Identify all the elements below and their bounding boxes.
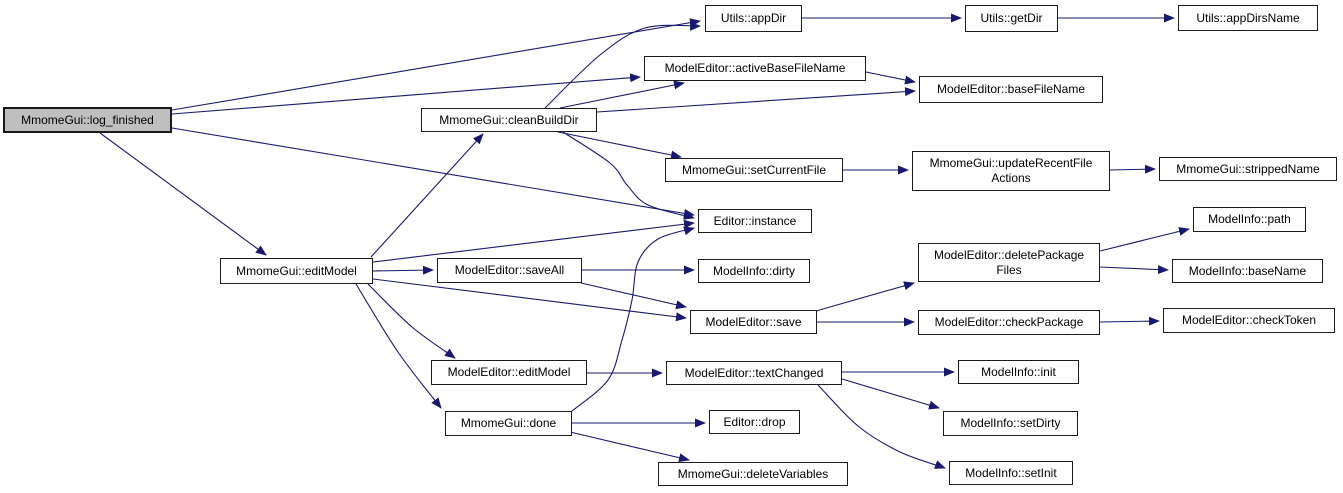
edge-text-changed-to-set-init (817, 384, 946, 469)
node-check-package[interactable]: ModelEditor::checkPackage (918, 310, 1100, 335)
node-get-dir[interactable]: Utils::getDir (965, 5, 1058, 32)
node-init[interactable]: ModelInfo::init (958, 360, 1079, 384)
node-edit-model[interactable]: MmomeGui::editModel (220, 258, 373, 284)
node-check-token[interactable]: ModelEditor::checkToken (1163, 308, 1335, 333)
node-done[interactable]: MmomeGui::done (445, 411, 572, 436)
node-label-set-current-file: MmomeGui::setCurrentFile (681, 162, 827, 177)
node-label-log-finished: MmomeGui::log_finished (21, 112, 154, 127)
node-base-name[interactable]: ModelInfo::baseName (1172, 259, 1323, 283)
edge-edit-model-to-save-all (372, 265, 434, 275)
edge-clean-build-dir-to-active-base-file-name (559, 80, 685, 109)
edge-done-to-editor-instance (571, 226, 695, 412)
node-me-edit-model[interactable]: ModelEditor::editModel (431, 360, 587, 385)
node-app-dir[interactable]: Utils::appDir (705, 5, 802, 32)
node-label-base-name: ModelInfo::baseName (1188, 263, 1307, 278)
node-stripped-name[interactable]: MmomeGui::strippedName (1159, 157, 1337, 181)
node-label-clean-build-dir: MmomeGui::cleanBuildDir (439, 112, 579, 127)
node-log-finished: MmomeGui::log_finished (3, 107, 172, 133)
node-label-editor-instance: Editor::instance (713, 213, 797, 228)
edge-save-all-to-save (580, 282, 687, 310)
edges-group (99, 13, 1190, 469)
node-save[interactable]: ModelEditor::save (690, 310, 817, 334)
edge-delete-package-files-to-model-info-path (1099, 227, 1190, 252)
node-update-recent-file-actions[interactable]: MmomeGui::updateRecentFile Actions (912, 151, 1110, 191)
edge-delete-package-files-to-base-name (1099, 265, 1169, 275)
node-label-set-dirty: ModelInfo::setDirty (960, 416, 1061, 430)
node-label-check-package: ModelEditor::checkPackage (934, 315, 1084, 329)
node-label-delete-variables: MmomeGui::deleteVariables (677, 466, 829, 481)
edge-text-changed-to-set-dirty (841, 378, 940, 410)
node-set-dirty[interactable]: ModelInfo::setDirty (943, 411, 1078, 436)
edge-clean-build-dir-to-app-dir (544, 21, 701, 109)
node-label-get-dir: Utils::getDir (980, 11, 1043, 25)
edge-clean-build-dir-to-base-file-name (596, 87, 916, 113)
node-label-delete-package-files: ModelEditor::deletePackage Files (933, 247, 1085, 277)
node-label-active-base-file-name: ModelEditor::activeBaseFileName (664, 61, 846, 75)
edge-active-base-file-name-to-base-file-name (865, 71, 916, 85)
node-dirty[interactable]: ModelInfo::dirty (698, 259, 810, 283)
node-label-app-dir: Utils::appDir (720, 11, 787, 25)
edge-log-finished-to-active-base-file-name (171, 73, 641, 115)
node-model-info-path[interactable]: ModelInfo::path (1193, 207, 1306, 232)
node-label-edit-model: MmomeGui::editModel (236, 263, 357, 278)
node-label-dirty: ModelInfo::dirty (712, 263, 796, 278)
edge-check-package-to-check-token (1099, 316, 1160, 326)
node-delete-package-files[interactable]: ModelEditor::deletePackage Files (918, 243, 1100, 282)
edge-edit-model-to-save (372, 278, 687, 322)
node-save-all[interactable]: ModelEditor::saveAll (437, 258, 582, 283)
node-label-model-info-path: ModelInfo::path (1208, 212, 1291, 226)
edge-edit-model-to-me-edit-model (367, 283, 456, 359)
node-label-save: ModelEditor::save (705, 314, 802, 329)
node-label-save-all: ModelEditor::saveAll (454, 263, 565, 277)
edge-log-finished-to-editor-instance (171, 127, 695, 218)
node-label-update-recent-file-actions: MmomeGui::updateRecentFile Actions (929, 156, 1093, 185)
node-label-done: MmomeGui::done (460, 416, 557, 430)
edge-log-finished-to-edit-model (99, 132, 267, 256)
edge-log-finished-to-app-dir (171, 18, 701, 111)
node-base-file-name[interactable]: ModelEditor::baseFileName (919, 76, 1103, 103)
edge-edit-model-to-done (355, 283, 442, 409)
edge-edit-model-to-clean-build-dir (370, 133, 484, 258)
node-label-text-changed: ModelEditor::textChanged (684, 365, 824, 380)
node-label-set-init: ModelInfo::setInit (965, 465, 1057, 480)
node-editor-instance[interactable]: Editor::instance (698, 209, 812, 233)
node-label-check-token: ModelEditor::checkToken (1181, 313, 1317, 327)
edge-edit-model-to-editor-instance (372, 219, 695, 263)
node-drop[interactable]: Editor::drop (709, 410, 800, 434)
node-set-init[interactable]: ModelInfo::setInit (949, 461, 1073, 485)
node-label-app-dirs-name: Utils::appDirsName (1196, 10, 1300, 25)
node-label-init: ModelInfo::init (981, 364, 1056, 379)
node-active-base-file-name[interactable]: ModelEditor::activeBaseFileName (644, 56, 866, 81)
edge-done-to-delete-variables (569, 431, 690, 463)
node-text-changed[interactable]: ModelEditor::textChanged (666, 361, 842, 385)
node-set-current-file[interactable]: MmomeGui::setCurrentFile (665, 158, 843, 182)
edge-clean-build-dir-to-set-current-file (557, 131, 682, 160)
edge-save-to-delete-package-files (815, 281, 915, 312)
node-app-dirs-name[interactable]: Utils::appDirsName (1178, 5, 1318, 31)
node-label-base-file-name: ModelEditor::baseFileName (936, 82, 1086, 96)
node-delete-variables[interactable]: MmomeGui::deleteVariables (658, 462, 848, 486)
node-label-me-edit-model: ModelEditor::editModel (447, 365, 571, 379)
node-label-drop: Editor::drop (723, 414, 786, 429)
node-label-stripped-name: MmomeGui::strippedName (1176, 161, 1320, 176)
edge-clean-build-dir-to-editor-instance (562, 131, 695, 220)
edge-update-recent-file-actions-to-stripped-name (1109, 164, 1156, 174)
node-clean-build-dir[interactable]: MmomeGui::cleanBuildDir (421, 108, 597, 132)
